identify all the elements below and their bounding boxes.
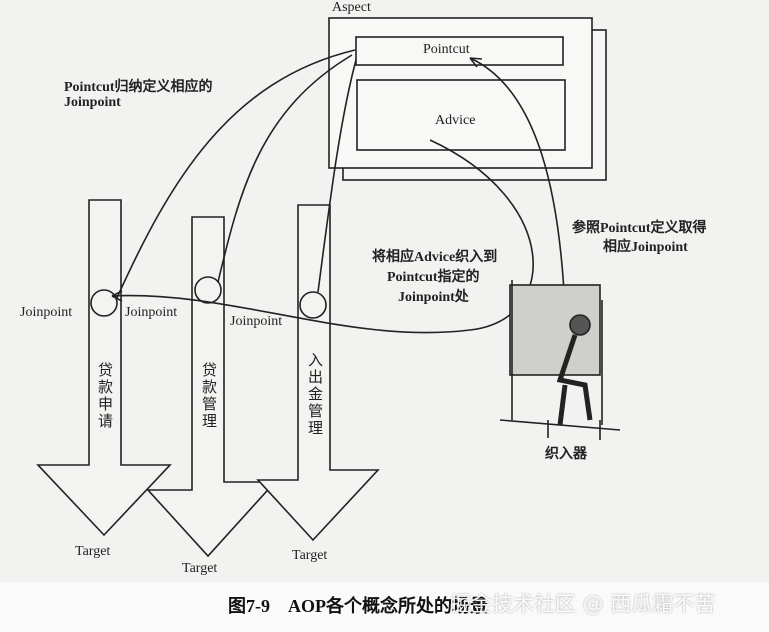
figure-caption: 图7-9 AOP各个概念所处的场景 bbox=[228, 596, 488, 616]
joinpoint-label-2: Joinpoint bbox=[125, 305, 178, 320]
curve-pointcut-jp1 bbox=[115, 49, 356, 301]
weaver-label: 织入器 bbox=[545, 447, 587, 462]
curve-advice-weave bbox=[111, 139, 534, 334]
joinpoint-circle-1 bbox=[90, 289, 118, 317]
joinpoint-circle-2 bbox=[194, 276, 222, 304]
target-arrow-3 bbox=[256, 204, 380, 542]
annotation-pointcut-defines-2: Joinpoint bbox=[64, 95, 121, 110]
target-name-3: 入出金管理 bbox=[306, 352, 322, 437]
target-label-2: Target bbox=[182, 561, 218, 576]
target-name-1: 贷款申请 bbox=[96, 362, 112, 430]
curve-pointcut-jp2 bbox=[217, 54, 353, 283]
curve-pointcut-jp3 bbox=[317, 59, 357, 293]
watermark: 掘金技术社区 @ 西瓜霜不苦 bbox=[450, 592, 716, 616]
arrowhead-joinpoint bbox=[111, 290, 123, 302]
pointcut-label: Pointcut bbox=[423, 42, 470, 57]
caption-area bbox=[0, 582, 769, 632]
annotation-weave-1: 将相应Advice织入到 bbox=[372, 250, 498, 265]
annotation-lookup-1: 参照Pointcut定义取得 bbox=[572, 221, 707, 236]
target-arrow-2 bbox=[146, 216, 277, 558]
advice-box bbox=[356, 79, 566, 151]
target-label-1: Target bbox=[75, 544, 111, 559]
advice-label: Advice bbox=[435, 113, 476, 128]
annotation-weave-2: Pointcut指定的 bbox=[387, 270, 480, 285]
joinpoint-label-1: Joinpoint bbox=[20, 305, 73, 320]
curve-weaver-pointcut bbox=[469, 57, 566, 311]
target-arrow-1 bbox=[36, 199, 172, 537]
joinpoint-circle-3 bbox=[299, 291, 327, 319]
annotation-pointcut-defines-1: Pointcut归纳定义相应的 bbox=[64, 80, 213, 95]
pointcut-box bbox=[355, 36, 564, 66]
joinpoint-label-3: Joinpoint bbox=[230, 314, 283, 329]
target-label-3: Target bbox=[292, 548, 328, 563]
aspect-box bbox=[328, 17, 593, 169]
weaver-figure bbox=[499, 280, 621, 440]
annotation-lookup-2: 相应Joinpoint bbox=[603, 240, 688, 255]
target-name-2: 贷款管理 bbox=[200, 362, 216, 430]
aspect-label: Aspect bbox=[332, 0, 371, 15]
annotation-weave-3: Joinpoint处 bbox=[398, 290, 469, 305]
arrowhead-pointcut bbox=[469, 57, 483, 68]
